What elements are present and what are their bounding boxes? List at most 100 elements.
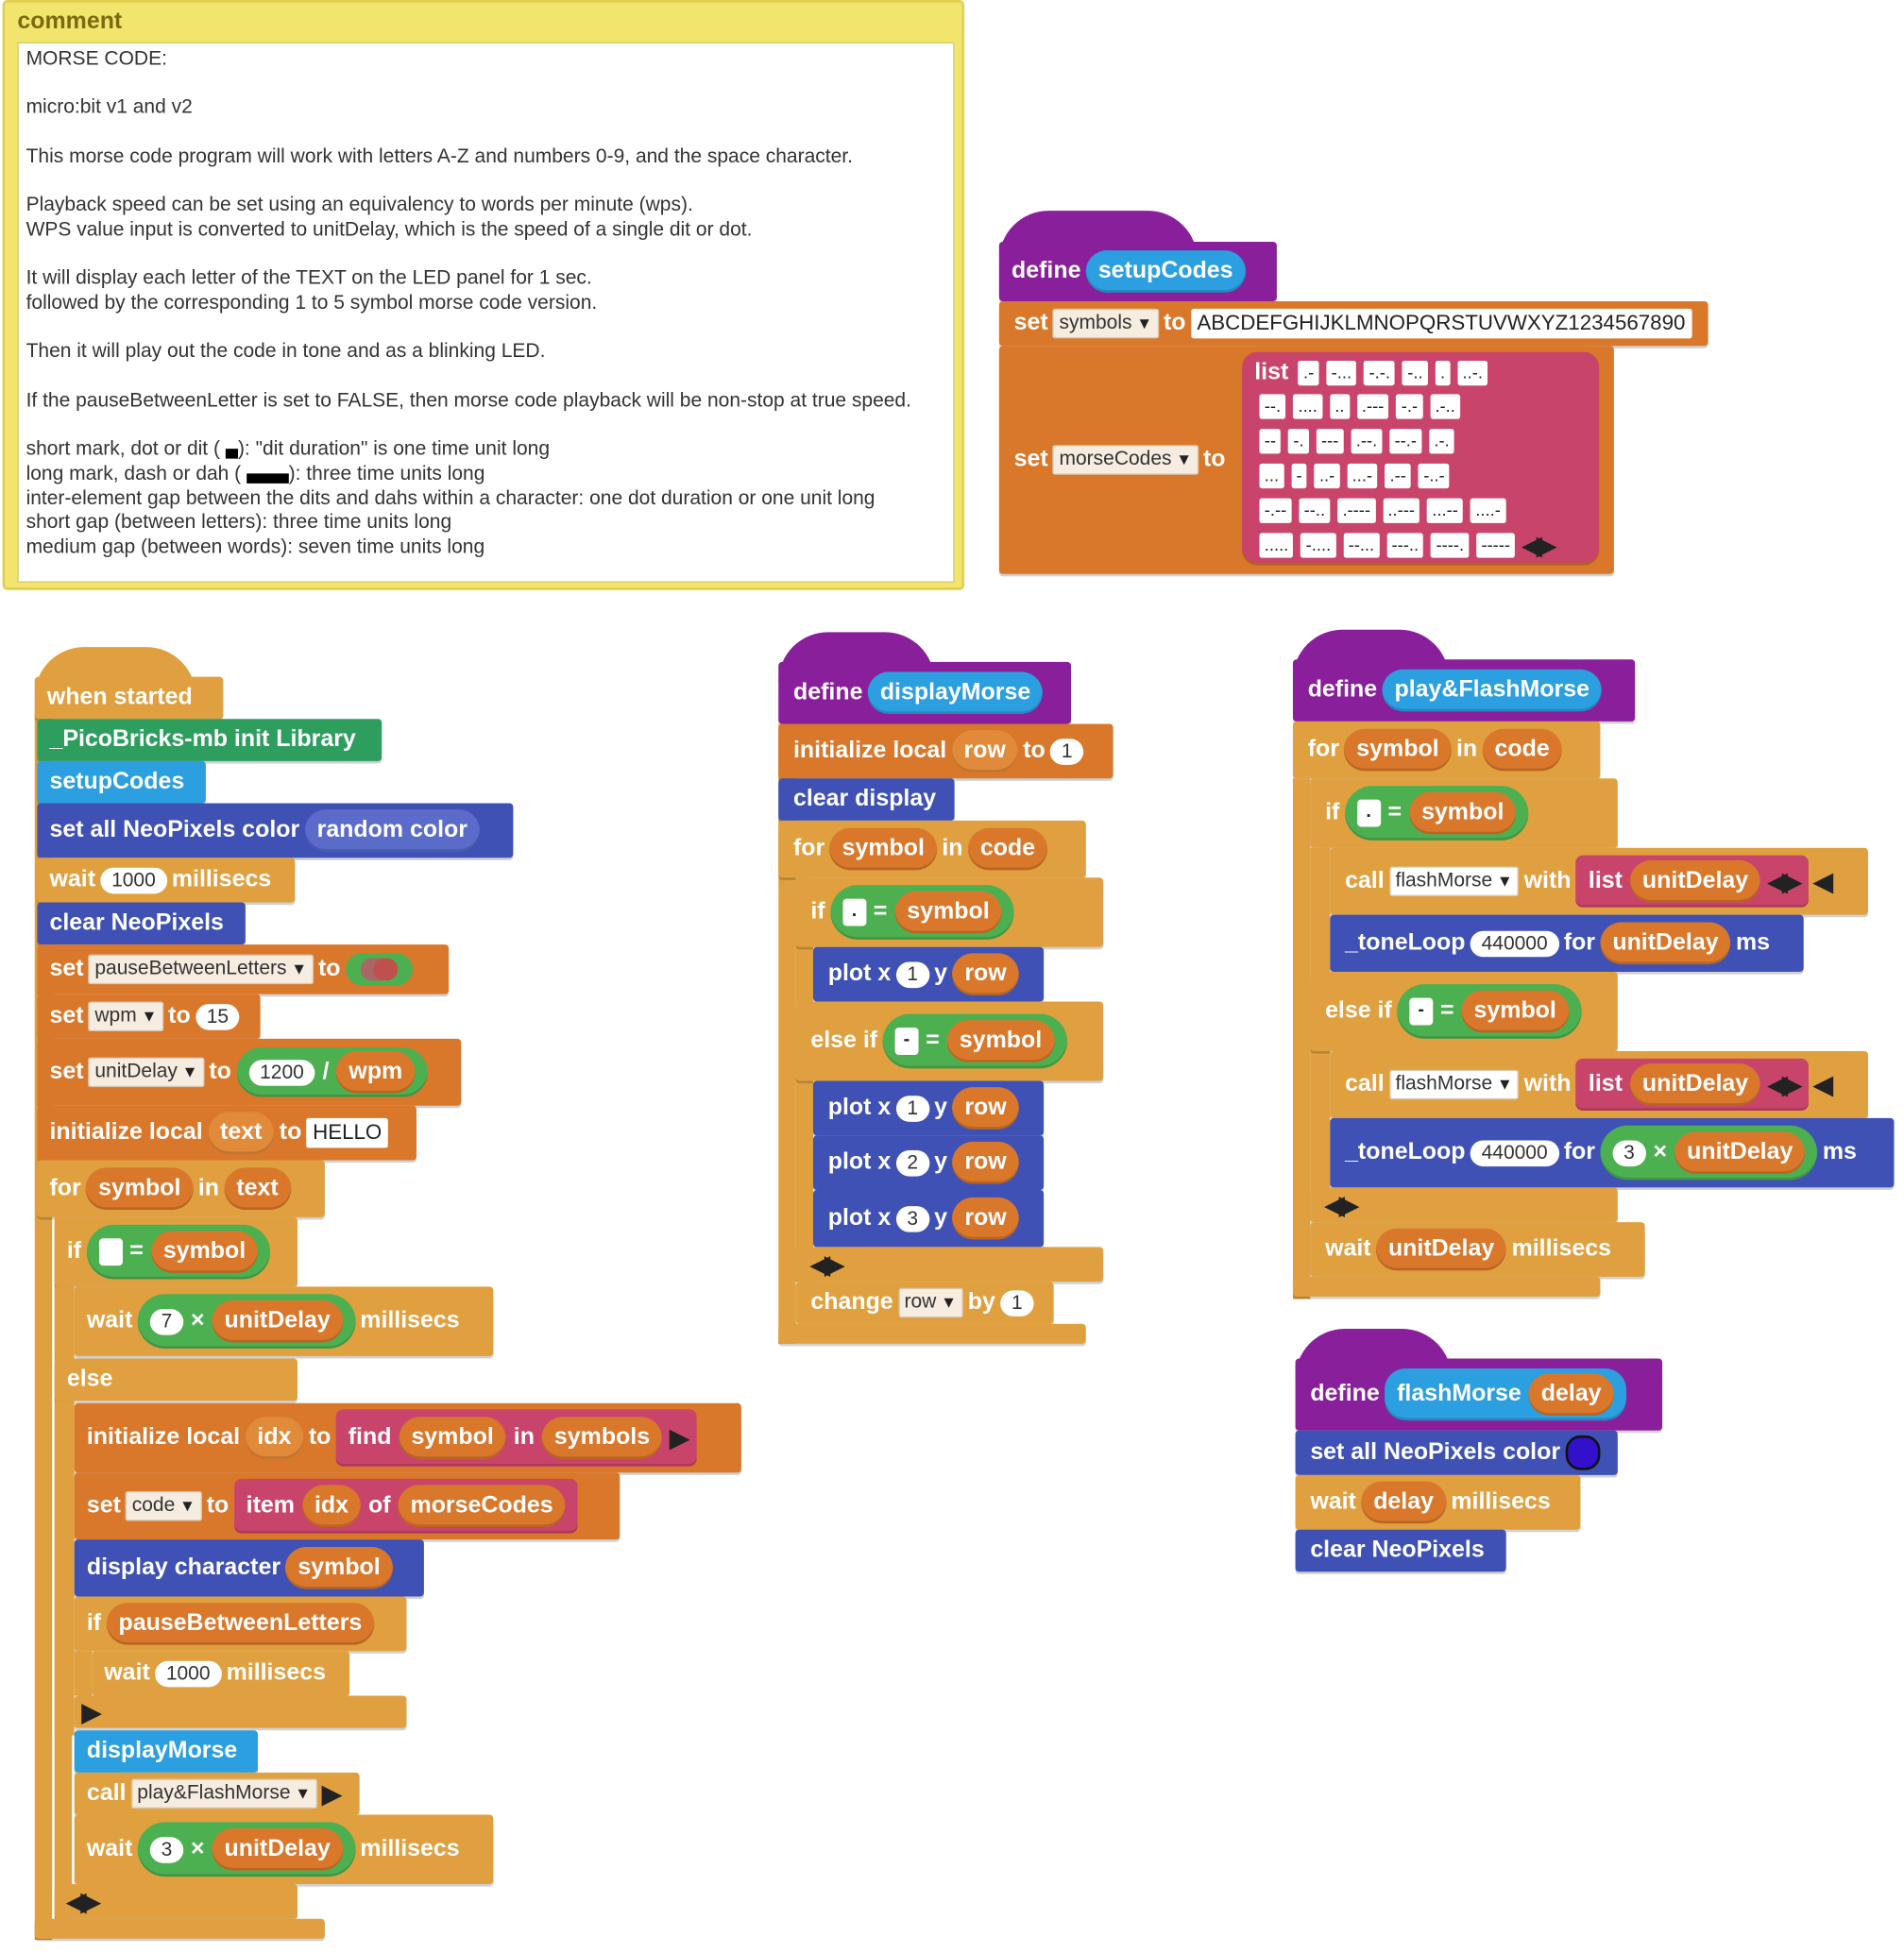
row-variable[interactable]: row — [952, 953, 1019, 995]
function-dropdown[interactable]: play&FlashMorse — [130, 1778, 317, 1809]
list-resize-arrows-icon[interactable]: ◀▶ — [1522, 532, 1556, 560]
equals-reporter[interactable]: -=symbol — [1397, 984, 1582, 1039]
unitdelay-variable[interactable]: unitDelay — [212, 1827, 343, 1871]
if-dot-block[interactable]: if .=symbol — [1310, 778, 1618, 848]
multiply-reporter[interactable]: 7×unitDelay — [137, 1294, 356, 1349]
morse-code-field[interactable]: .--. — [1351, 429, 1383, 454]
morse-code-field[interactable]: ..- — [1314, 463, 1340, 489]
dash-text-input[interactable]: - — [1409, 997, 1434, 1026]
number-input[interactable]: 3 — [895, 1205, 929, 1232]
unitdelay-variable[interactable]: unitDelay — [212, 1300, 343, 1343]
wait-block[interactable]: wait 7×unitDelay millisecs — [74, 1286, 494, 1356]
symbol-variable[interactable]: symbol — [894, 891, 1002, 934]
local-name[interactable]: idx — [245, 1417, 304, 1459]
morse-code-field[interactable]: ... — [1259, 463, 1284, 489]
when-started-block[interactable]: when started — [34, 676, 224, 720]
idx-variable[interactable]: idx — [301, 1485, 362, 1527]
morse-code-field[interactable]: --- — [1316, 429, 1344, 454]
variable-dropdown[interactable]: code — [126, 1490, 202, 1521]
number-input[interactable]: 1 — [1000, 1289, 1034, 1317]
equals-reporter[interactable]: -=symbol — [882, 1013, 1067, 1069]
morse-code-field[interactable]: ...- — [1347, 463, 1378, 489]
morse-code-field[interactable]: --... — [1343, 533, 1380, 558]
expand-arrow-icon[interactable]: ▶ — [321, 1780, 341, 1809]
symbol-variable[interactable]: symbol — [285, 1547, 393, 1589]
variable-dropdown[interactable]: wpm — [88, 1001, 163, 1031]
number-input[interactable]: 3 — [1612, 1139, 1646, 1166]
change-row-block[interactable]: changerowby1 — [795, 1282, 1054, 1324]
symbol-variable[interactable]: symbol — [1344, 728, 1452, 772]
function-dropdown[interactable]: flashMorse — [1388, 1069, 1520, 1100]
morse-code-field[interactable]: -... — [1326, 360, 1357, 386]
set-symbols-block[interactable]: set symbols to ABCDEFGHIJKLMNOPQRSTUVWXY… — [998, 300, 1708, 347]
morse-code-field[interactable]: -.... — [1300, 533, 1336, 558]
morse-code-field[interactable]: --.. — [1299, 498, 1331, 523]
dot-text-input[interactable]: . — [842, 898, 866, 926]
morse-code-field[interactable]: .---- — [1337, 498, 1376, 523]
unitdelay-variable[interactable]: unitDelay — [1629, 1063, 1761, 1106]
clear-neopixels-block[interactable]: clear NeoPixels — [37, 902, 246, 945]
variable-dropdown[interactable]: row — [897, 1287, 963, 1318]
morsecodes-variable[interactable]: morseCodes — [398, 1485, 566, 1527]
collapse-arrow-icon[interactable]: ◀ — [1813, 1071, 1832, 1099]
symbol-variable[interactable]: symbol — [946, 1020, 1055, 1062]
color-swatch[interactable] — [1565, 1435, 1601, 1470]
morse-code-field[interactable]: ----. — [1431, 533, 1470, 558]
pause-variable[interactable]: pauseBetweenLetters — [106, 1603, 375, 1645]
morse-code-field[interactable]: ..--- — [1383, 498, 1420, 523]
multiply-reporter[interactable]: 3×unitDelay — [137, 1822, 356, 1878]
define-setupcodes-block[interactable]: define setupCodes — [998, 241, 1277, 301]
morse-code-field[interactable]: ..... — [1259, 533, 1294, 558]
set-all-neopixels-block[interactable]: set all NeoPixels color random color — [37, 803, 514, 858]
morse-code-field[interactable]: .. — [1330, 394, 1350, 419]
variable-dropdown[interactable]: symbols — [1052, 308, 1159, 339]
resize-arrows-icon[interactable]: ◀▶ — [810, 1250, 843, 1279]
morse-code-field[interactable]: -.- — [1396, 394, 1423, 419]
variable-dropdown[interactable]: unitDelay — [88, 1057, 205, 1088]
set-all-neopixels-block[interactable]: set all NeoPixels color — [1295, 1430, 1618, 1475]
comment-text[interactable]: MORSE CODE: micro:bit v1 and v2 This mor… — [17, 42, 955, 583]
expand-arrow-icon[interactable]: ▶ — [670, 1424, 688, 1453]
init-library-block[interactable]: _PicoBricks-mb init Library — [37, 719, 382, 761]
row-variable[interactable]: row — [952, 1087, 1019, 1130]
symbol-variable[interactable]: symbol — [85, 1167, 194, 1210]
setupcodes-name[interactable]: setupCodes — [1085, 250, 1246, 293]
morse-code-field[interactable]: --. — [1259, 394, 1286, 419]
number-input[interactable]: 1000 — [100, 867, 167, 893]
morse-code-field[interactable]: .- — [1298, 360, 1319, 386]
text-variable[interactable]: text — [224, 1167, 291, 1210]
displaymorse-name[interactable]: displayMorse — [867, 671, 1044, 714]
number-input[interactable]: 440000 — [1470, 1139, 1559, 1166]
morse-code-field[interactable]: -.. — [1402, 360, 1428, 386]
number-input[interactable]: 1000 — [155, 1660, 222, 1687]
set-wpm-block[interactable]: setwpmto15 — [37, 994, 261, 1039]
morse-code-field[interactable]: -. — [1288, 429, 1309, 454]
function-dropdown[interactable]: flashMorse — [1388, 866, 1520, 896]
morse-code-field[interactable]: .-.. — [1430, 394, 1461, 419]
boolean-toggle[interactable] — [345, 953, 413, 986]
set-pause-block[interactable]: setpauseBetweenLettersto — [37, 944, 450, 994]
displaymorse-call-block[interactable]: displayMorse — [74, 1730, 258, 1773]
number-input[interactable]: 1 — [895, 960, 929, 988]
morse-code-field[interactable]: .-- — [1385, 463, 1412, 489]
else-if-dash-block[interactable]: else if -=symbol — [1310, 972, 1618, 1051]
local-name[interactable]: text — [207, 1112, 275, 1154]
delay-param[interactable]: delay — [1528, 1373, 1614, 1416]
number-input[interactable]: 440000 — [1470, 930, 1559, 957]
delay-variable[interactable]: delay — [1361, 1481, 1447, 1524]
